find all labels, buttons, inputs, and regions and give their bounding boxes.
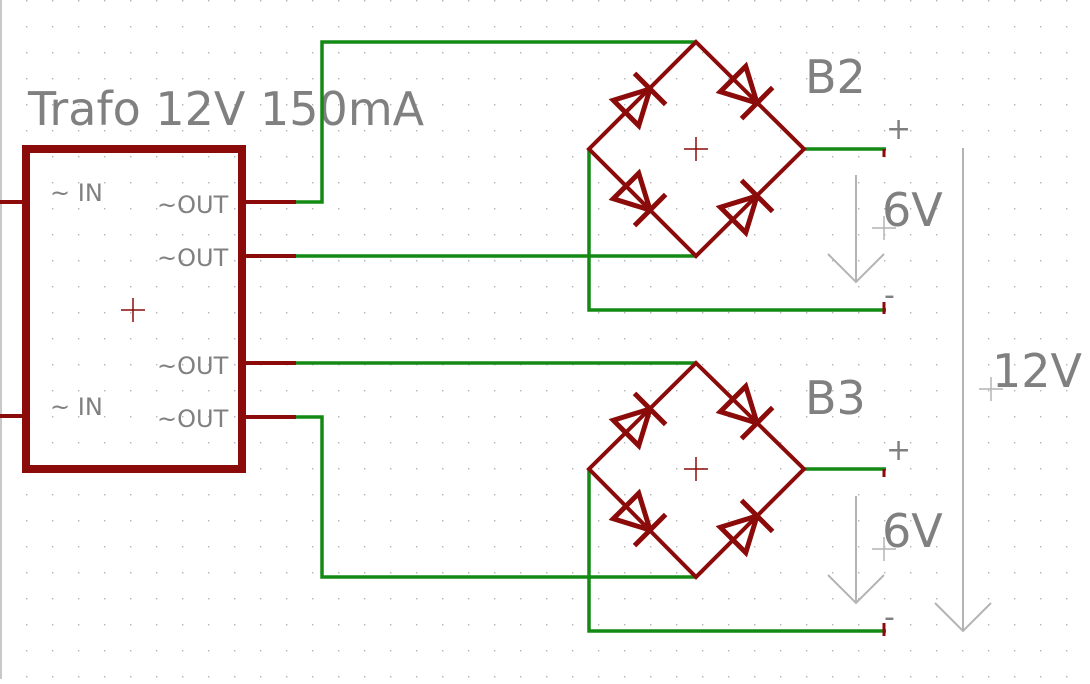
wires bbox=[296, 40, 886, 633]
pin-label-out-4: ~OUT bbox=[157, 405, 229, 433]
bridge-b3-plus-label: + bbox=[886, 433, 911, 468]
voltage-label-b3: 6V bbox=[882, 504, 943, 558]
wire-b2-minus[interactable] bbox=[587, 149, 886, 312]
voltage-label-b2: 6V bbox=[882, 183, 943, 237]
bridge-b3-origin-cross bbox=[684, 457, 708, 481]
bridge-b3-ref: B3 bbox=[805, 371, 866, 425]
voltage-arrow-total bbox=[934, 148, 992, 633]
bridge-b2-ref: B2 bbox=[805, 50, 866, 104]
wire-b3-minus[interactable] bbox=[587, 469, 886, 633]
bridge-rectifier-b3[interactable]: B3 + - bbox=[586, 360, 911, 636]
voltage-arrow-b3-cross bbox=[872, 537, 896, 561]
bridge-b2-minus-label: - bbox=[884, 278, 895, 313]
transformer-origin-cross bbox=[121, 298, 145, 322]
voltage-arrow-b3 bbox=[827, 496, 885, 605]
bridge-b2-plus-label: + bbox=[886, 112, 911, 147]
voltage-arrow-b2 bbox=[827, 175, 885, 284]
pin-label-in-bottom: ~ IN bbox=[50, 393, 103, 421]
bridge-b3-minus-label: - bbox=[884, 600, 895, 635]
voltage-arrow-total-cross bbox=[979, 377, 1003, 401]
voltage-arrow-b2-cross bbox=[872, 216, 896, 240]
wire-out1-to-b2-top[interactable] bbox=[296, 40, 696, 204]
transformer[interactable]: Trafo 12V 150mA ~ IN ~ IN ~OUT ~OUT ~OUT… bbox=[0, 82, 425, 473]
pin-label-in-top: ~ IN bbox=[50, 179, 103, 207]
bridge-b2-origin-cross bbox=[684, 137, 708, 161]
pin-label-out-1: ~OUT bbox=[157, 191, 229, 219]
pin-label-out-2: ~OUT bbox=[157, 244, 229, 272]
wire-out4-to-b3-bottom[interactable] bbox=[296, 415, 696, 579]
pin-label-out-3: ~OUT bbox=[157, 352, 229, 380]
transformer-body bbox=[22, 145, 246, 473]
voltage-label-total: 12V bbox=[992, 344, 1083, 398]
transformer-title: Trafo 12V 150mA bbox=[27, 82, 425, 136]
bridge-rectifier-b2[interactable]: B2 + - bbox=[586, 39, 911, 314]
